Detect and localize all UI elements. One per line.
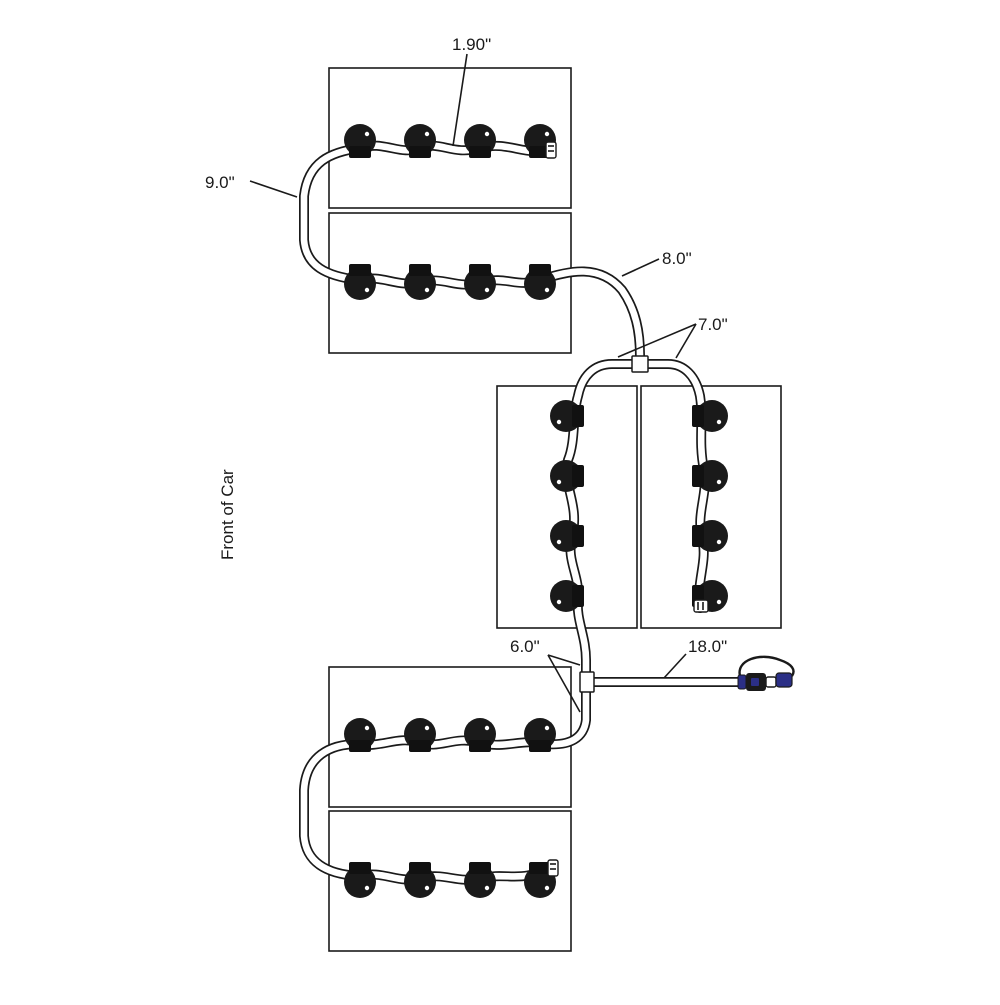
dimension-leaders: [249, 53, 697, 713]
tube-end-plug-middle: [693, 599, 709, 613]
dimension-label-cap-spacing: 1.90": [452, 35, 491, 54]
battery-watering-cap-icon: [692, 460, 728, 492]
battery-watering-cap-icon: [524, 264, 556, 300]
battery-watering-cap-icon: [344, 264, 376, 300]
battery-watering-cap-icon: [464, 862, 496, 898]
tee-fitting-icon: [631, 355, 649, 373]
tube-end-plug-bottom: [547, 859, 559, 877]
dimension-label-6in: 6.0": [510, 637, 540, 656]
battery-watering-cap-icon: [524, 718, 556, 752]
dimension-label-18in: 18.0": [688, 637, 727, 656]
battery-watering-cap-icon: [344, 124, 376, 158]
dimension-label-8in: 8.0": [662, 249, 692, 268]
tee-fitting-icon: [579, 671, 595, 693]
battery-watering-cap-icon: [692, 520, 728, 552]
battery-watering-cap-icon: [464, 718, 496, 752]
front-of-car-label: Front of Car: [218, 469, 237, 560]
battery-watering-cap-icon: [344, 718, 376, 752]
tube-end-plug-top: [545, 141, 557, 159]
fill-connector-icon: [737, 655, 795, 691]
battery-watering-cap-icon: [404, 264, 436, 300]
dimension-label-9in: 9.0": [205, 173, 235, 192]
battery-watering-cap-icon: [404, 124, 436, 158]
battery-watering-cap-icon: [404, 718, 436, 752]
dimension-labels: 1.90" 9.0" 8.0" 7.0" 6.0" 18.0" Front of…: [205, 35, 728, 656]
battery-watering-cap-icon: [404, 862, 436, 898]
battery-group: [328, 67, 782, 952]
cap-layer: [344, 124, 728, 898]
battery-watering-cap-icon: [464, 124, 496, 158]
battery-watering-cap-icon: [692, 400, 728, 432]
battery-watering-cap-icon: [550, 400, 584, 432]
battery-watering-cap-icon: [550, 580, 584, 612]
dimension-label-7in: 7.0": [698, 315, 728, 334]
battery-watering-cap-icon: [344, 862, 376, 898]
battery-watering-cap-icon: [550, 460, 584, 492]
battery-watering-cap-icon: [464, 264, 496, 300]
battery-watering-cap-icon: [550, 520, 584, 552]
